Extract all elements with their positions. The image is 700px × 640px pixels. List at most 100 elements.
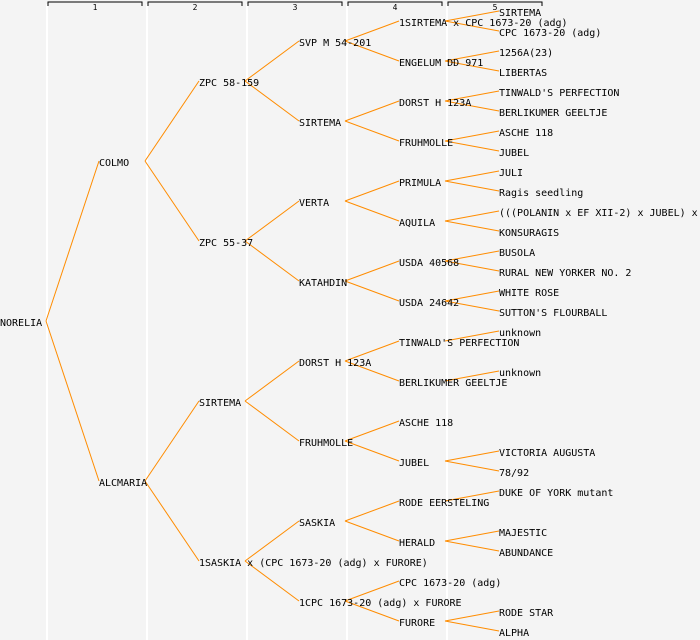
pedigree-link (444, 10, 500, 22)
pedigree-link (144, 480, 200, 562)
pedigree-link (344, 500, 400, 522)
pedigree-link (344, 580, 400, 602)
pedigree-node[interactable]: SIRTEMA (499, 8, 541, 19)
pedigree-link (244, 360, 300, 402)
pedigree-node[interactable]: FRUHMOLLE (299, 438, 353, 449)
pedigree-node[interactable]: VICTORIA AUGUSTA (499, 448, 595, 459)
pedigree-node[interactable]: FRUHMOLLE (399, 138, 453, 149)
generation-bracket (147, 1, 243, 6)
pedigree-node[interactable]: ALCMARIA (99, 478, 147, 489)
pedigree-node[interactable]: BERLIKUMER GEELTJE (499, 108, 607, 119)
generation-header: 2 (193, 3, 198, 12)
pedigree-node[interactable]: CPC 1673-20 (adg) (499, 28, 601, 39)
pedigree-node[interactable]: ABUNDANCE (499, 548, 553, 559)
pedigree-node[interactable]: SUTTON'S FLOURBALL (499, 308, 607, 319)
pedigree-link (444, 540, 500, 552)
pedigree-link (144, 160, 200, 242)
pedigree-node[interactable]: JUBEL (399, 458, 429, 469)
pedigree-node[interactable]: SVP M 54-201 (299, 38, 371, 49)
pedigree-node[interactable]: HERALD (399, 538, 435, 549)
pedigree-link (244, 40, 300, 82)
pedigree-node[interactable]: SASKIA (299, 518, 335, 529)
pedigree-link (344, 600, 400, 622)
generation-bracket (447, 1, 543, 6)
pedigree-node[interactable]: ASCHE 118 (399, 418, 453, 429)
pedigree-node[interactable]: 78/92 (499, 468, 529, 479)
pedigree-link (444, 330, 500, 342)
pedigree-node[interactable]: AQUILA (399, 218, 435, 229)
pedigree-node[interactable]: KONSURAGIS (499, 228, 559, 239)
pedigree-node[interactable]: (((POLANIN x EF XII-2) x JUBEL) x (499, 208, 698, 219)
pedigree-link (444, 290, 500, 302)
pedigree-link (444, 50, 500, 62)
pedigree-node[interactable]: ZPC 55-37 (199, 238, 253, 249)
pedigree-node[interactable]: FURORE (399, 618, 435, 629)
pedigree-node[interactable]: ASCHE 118 (499, 128, 553, 139)
pedigree-node[interactable]: MAJESTIC (499, 528, 547, 539)
pedigree-node[interactable]: COLMO (99, 158, 129, 169)
pedigree-link (444, 60, 500, 72)
pedigree-node[interactable]: USDA 40568 (399, 258, 459, 269)
pedigree-link (45, 320, 100, 482)
pedigree-node[interactable]: TINWALD'S PERFECTION (399, 338, 519, 349)
pedigree-node[interactable]: unknown (499, 328, 541, 339)
pedigree-node[interactable]: 1256A(23) (499, 48, 553, 59)
pedigree-node[interactable]: ZPC 58-159 (199, 78, 259, 89)
pedigree-link (344, 260, 400, 282)
pedigree-node[interactable]: WHITE ROSE (499, 288, 559, 299)
pedigree-node[interactable]: KATAHDIN (299, 278, 347, 289)
pedigree-node[interactable]: 1SIRTEMA x CPC 1673-20 (adg) (399, 18, 568, 29)
pedigree-link (444, 20, 500, 32)
pedigree-node[interactable]: unknown (499, 368, 541, 379)
pedigree-node[interactable]: SIRTEMA (199, 398, 241, 409)
pedigree-link (344, 340, 400, 362)
pedigree-node[interactable]: LIBERTAS (499, 68, 547, 79)
pedigree-link (444, 100, 500, 112)
pedigree-link (244, 400, 300, 442)
pedigree-link (344, 280, 400, 302)
pedigree-node[interactable]: CPC 1673-20 (adg) (399, 578, 501, 589)
pedigree-node[interactable]: DORST H 123A (299, 358, 371, 369)
generation-bracket (247, 1, 343, 6)
pedigree-node[interactable]: DUKE OF YORK mutant (499, 488, 613, 499)
pedigree-node[interactable]: DORST H 123A (399, 98, 471, 109)
pedigree-link (244, 560, 300, 602)
pedigree-link (444, 300, 500, 312)
generation-header: 5 (493, 3, 498, 12)
pedigree-link (344, 360, 400, 382)
pedigree-node[interactable]: RODE EERSTELING (399, 498, 489, 509)
pedigree-link (244, 520, 300, 562)
pedigree-node[interactable]: BERLIKUMER GEELTJE (399, 378, 507, 389)
pedigree-node[interactable]: JUBEL (499, 148, 529, 159)
pedigree-node[interactable]: Ragis seedling (499, 188, 583, 199)
pedigree-link (344, 520, 400, 542)
pedigree-link (344, 440, 400, 462)
pedigree-link (244, 200, 300, 242)
pedigree-link (444, 140, 500, 152)
generation-bracket (47, 1, 143, 6)
pedigree-link (344, 120, 400, 142)
pedigree-node[interactable]: BUSOLA (499, 248, 535, 259)
pedigree-node[interactable]: ALPHA (499, 628, 529, 639)
pedigree-node[interactable]: RURAL NEW YORKER NO. 2 (499, 268, 631, 279)
pedigree-node[interactable]: USDA 24642 (399, 298, 459, 309)
generation-bracket (347, 1, 443, 6)
pedigree-node[interactable]: 1CPC 1673-20 (adg) x FURORE (299, 598, 462, 609)
pedigree-node[interactable]: RODE STAR (499, 608, 554, 619)
pedigree-link (344, 40, 400, 62)
pedigree-node[interactable]: SIRTEMA (299, 118, 341, 129)
pedigree-node[interactable]: JULI (499, 168, 523, 179)
pedigree-link (444, 90, 500, 102)
pedigree-link (444, 210, 500, 222)
pedigree-node[interactable]: ENGELUM DD 971 (399, 58, 483, 69)
pedigree-node[interactable]: TINWALD'S PERFECTION (499, 88, 619, 99)
pedigree-link (444, 620, 500, 632)
pedigree-node[interactable]: 1SASKIA x (CPC 1673-20 (adg) x FURORE) (199, 558, 428, 569)
pedigree-node[interactable]: PRIMULA (399, 178, 441, 189)
pedigree-link (444, 370, 500, 382)
pedigree-node[interactable]: VERTA (299, 198, 329, 209)
pedigree-link (244, 240, 300, 282)
pedigree-node[interactable]: NORELIA (0, 318, 42, 329)
